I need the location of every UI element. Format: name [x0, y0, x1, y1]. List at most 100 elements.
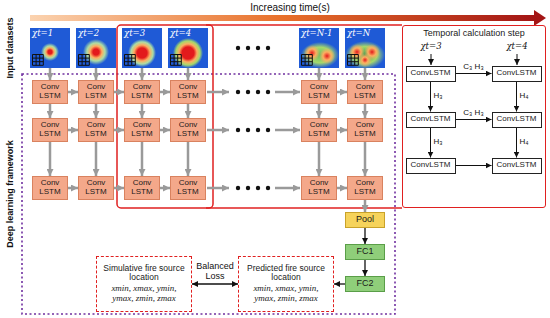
grid-line	[348, 54, 359, 55]
convlstm-box: Conv LSTM	[32, 118, 68, 142]
flow-arrow	[95, 68, 98, 80]
heatmap-frame: χt=2	[76, 28, 116, 68]
heatmap-frame: χt=N-1	[299, 28, 339, 68]
ellipsis-dots	[246, 186, 250, 190]
grid-line	[89, 55, 90, 66]
layer-label: Pool	[356, 215, 374, 225]
grid-icon	[32, 54, 44, 66]
convlstm-box: Conv LSTM	[170, 118, 206, 142]
location-box: Simulative fire source locationxmin, xma…	[96, 256, 192, 312]
grid-line	[79, 61, 90, 62]
convlstm-box: Conv LSTM	[347, 176, 383, 200]
layer-label: ConvLSTM	[496, 115, 536, 124]
convlstm-box: Conv LSTM	[301, 118, 337, 142]
fc-layer: FC1	[345, 244, 385, 260]
ellipsis-dots	[266, 186, 270, 190]
ellipsis-dots	[246, 46, 250, 50]
grid-line	[302, 54, 313, 55]
layer-label: Conv LSTM	[81, 121, 111, 139]
grid-line	[171, 61, 182, 62]
grid-icon	[347, 54, 359, 66]
layer-label: ConvLSTM	[496, 69, 536, 78]
layer-label: Conv LSTM	[173, 179, 203, 197]
flow-arrow	[141, 104, 144, 118]
grid-line	[171, 65, 182, 66]
flow-arrow	[430, 128, 431, 158]
convlstm-box: Conv LSTM	[301, 80, 337, 104]
input-arrows	[431, 54, 432, 65]
section-title: Input datasets	[6, 17, 16, 78]
ellipsis-arrows	[275, 129, 300, 132]
grid-line	[358, 55, 359, 66]
flow-arrow	[49, 142, 52, 176]
grid-line	[302, 65, 313, 66]
flow-arrow	[456, 119, 492, 120]
convlstm-box: ConvLSTM	[492, 66, 542, 82]
grid-line	[43, 55, 44, 66]
heatmap-frame: χt=3	[122, 28, 162, 68]
layer-label: Conv LSTM	[127, 179, 157, 197]
ellipsis-dots	[236, 186, 240, 190]
edge-label: H₃	[434, 92, 443, 101]
edge-label: H₄	[520, 138, 529, 147]
grid-line	[354, 55, 355, 66]
convlstm-box: Conv LSTM	[78, 118, 114, 142]
convlstm-box: Conv LSTM	[124, 118, 160, 142]
ellipsis-dots	[236, 90, 240, 94]
grid-line	[85, 55, 86, 66]
ellipsis-arrows	[207, 92, 300, 188]
convlstm-box: Conv LSTM	[301, 176, 337, 200]
framework-frame	[22, 74, 395, 314]
pool-layer: Pool	[345, 212, 385, 228]
flow-arrow	[160, 187, 170, 190]
zoom-outline	[206, 207, 402, 208]
fc-layer: FC2	[345, 276, 385, 292]
flow-arrow	[187, 142, 190, 176]
time-arrow	[30, 15, 535, 21]
framework-frame	[22, 74, 395, 314]
flow-arrow	[364, 68, 367, 80]
grid-line	[301, 55, 302, 66]
flow-arrow	[114, 187, 124, 190]
heatmap-frame: χt=4	[168, 28, 208, 68]
convlstm-box: Conv LSTM	[32, 80, 68, 104]
layer-label: Conv LSTM	[304, 121, 334, 139]
zoom-outline	[117, 25, 402, 208]
grid-line	[125, 54, 136, 55]
flow-arrow	[160, 129, 170, 132]
ellipsis-dots	[236, 46, 270, 190]
ellipsis-dots	[246, 128, 250, 132]
flow-arrow	[318, 104, 321, 118]
edge-label: Balanced Loss	[193, 262, 237, 282]
convlstm-box: ConvLSTM	[492, 112, 542, 128]
grid-line	[125, 58, 136, 59]
flow-arrow	[141, 68, 144, 80]
ellipsis-dots	[246, 90, 250, 94]
ellipsis-dots	[256, 46, 260, 50]
zoom-outline	[117, 25, 213, 208]
convlstm-box: Conv LSTM	[124, 176, 160, 200]
grid-line	[171, 54, 182, 55]
flow-arrow	[364, 260, 365, 276]
grid-icon	[170, 54, 182, 66]
ellipsis-dots	[256, 90, 260, 94]
heatmap-frame: χt=1	[30, 28, 70, 68]
flow-arrow	[364, 200, 367, 212]
flow-arrow	[95, 142, 98, 176]
convlstm-box: ConvLSTM	[492, 158, 542, 174]
grid-line	[125, 65, 136, 66]
convlstm-box: Conv LSTM	[78, 176, 114, 200]
flow-arrow	[95, 104, 98, 118]
grid-icon	[78, 54, 90, 66]
grid-line	[170, 55, 171, 66]
frame-label: χt=3	[124, 29, 145, 38]
grid-line	[124, 55, 125, 66]
coordinate-list: xmin, xmax, ymin, ymax, zmin, zmax	[243, 284, 329, 304]
grid-line	[174, 55, 175, 66]
grid-line	[302, 58, 313, 59]
convlstm-box: ConvLSTM	[406, 112, 456, 128]
layer-label: Conv LSTM	[304, 83, 334, 101]
layer-label: Conv LSTM	[35, 121, 65, 139]
ellipsis-arrows	[207, 129, 229, 132]
grid-line	[308, 55, 309, 66]
